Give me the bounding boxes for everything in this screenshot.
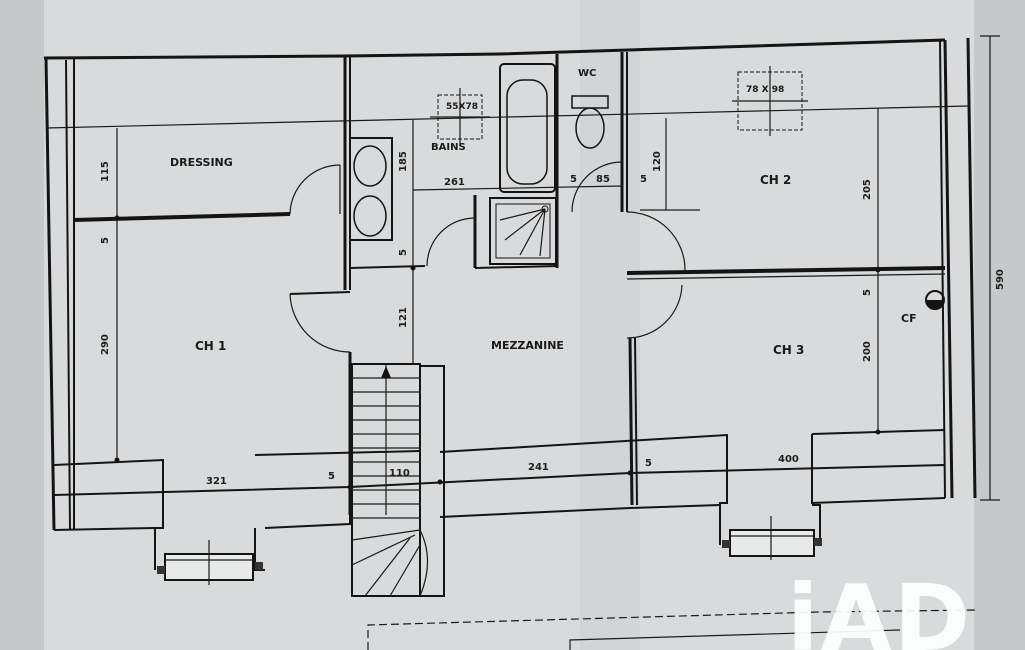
sinks: [349, 137, 393, 241]
staircase: [351, 363, 445, 597]
room-label-dressing: DRESSING: [170, 156, 233, 169]
dim-110: 110: [389, 468, 410, 479]
dim-5-wc-right: 5: [640, 174, 647, 185]
room-label-ch3: CH 3: [773, 343, 804, 357]
dim-5-wc-left: 5: [570, 174, 577, 185]
paper-sheet: [44, 0, 974, 650]
dim-241: 241: [528, 462, 549, 473]
shower: [489, 197, 557, 265]
paper-fold: [580, 0, 640, 650]
dim-115: 115: [100, 161, 111, 182]
dim-321: 321: [206, 476, 227, 487]
outer-walls: [43, 37, 977, 531]
dimension-lines: [114, 35, 1000, 501]
boiler-symbol: [925, 290, 945, 310]
dim-290: 290: [100, 334, 111, 355]
bathtub: [499, 63, 556, 193]
iad-logo: iAD: [787, 565, 972, 650]
dim-5-right: 5: [862, 289, 873, 296]
lower-outline: [367, 609, 976, 650]
dim-5-bottom-b: 5: [645, 458, 652, 469]
room-label-mezzanine: MEZZANINE: [491, 339, 564, 352]
dim-5-left: 5: [100, 237, 111, 244]
room-label-bains: BAINS: [431, 142, 466, 153]
dim-120: 120: [652, 151, 663, 172]
toilet: [571, 95, 609, 149]
dim-5-bottom-a: 5: [328, 471, 335, 482]
dim-205: 205: [862, 179, 873, 200]
dim-200: 200: [862, 341, 873, 362]
dim-5-bath: 5: [398, 249, 409, 256]
room-label-ch2: CH 2: [760, 173, 791, 187]
room-label-ch1: CH 1: [195, 339, 226, 353]
skylight-ch2: [732, 66, 808, 136]
dim-400: 400: [778, 454, 799, 465]
dim-185: 185: [398, 151, 409, 172]
dim-85: 85: [596, 174, 610, 185]
window-ch1: [157, 540, 263, 585]
room-label-cf: CF: [901, 312, 917, 325]
skylight-bath: [430, 88, 490, 146]
dim-121: 121: [398, 307, 409, 328]
window-ch3: [722, 516, 822, 560]
skylight-bath-size: 55X78: [446, 102, 478, 112]
dim-590: 590: [995, 269, 1006, 290]
skylight-ch2-size: 78 X 98: [746, 85, 784, 95]
dim-261: 261: [444, 177, 465, 188]
interior-walls: [73, 52, 946, 515]
room-label-wc: WC: [578, 68, 596, 79]
